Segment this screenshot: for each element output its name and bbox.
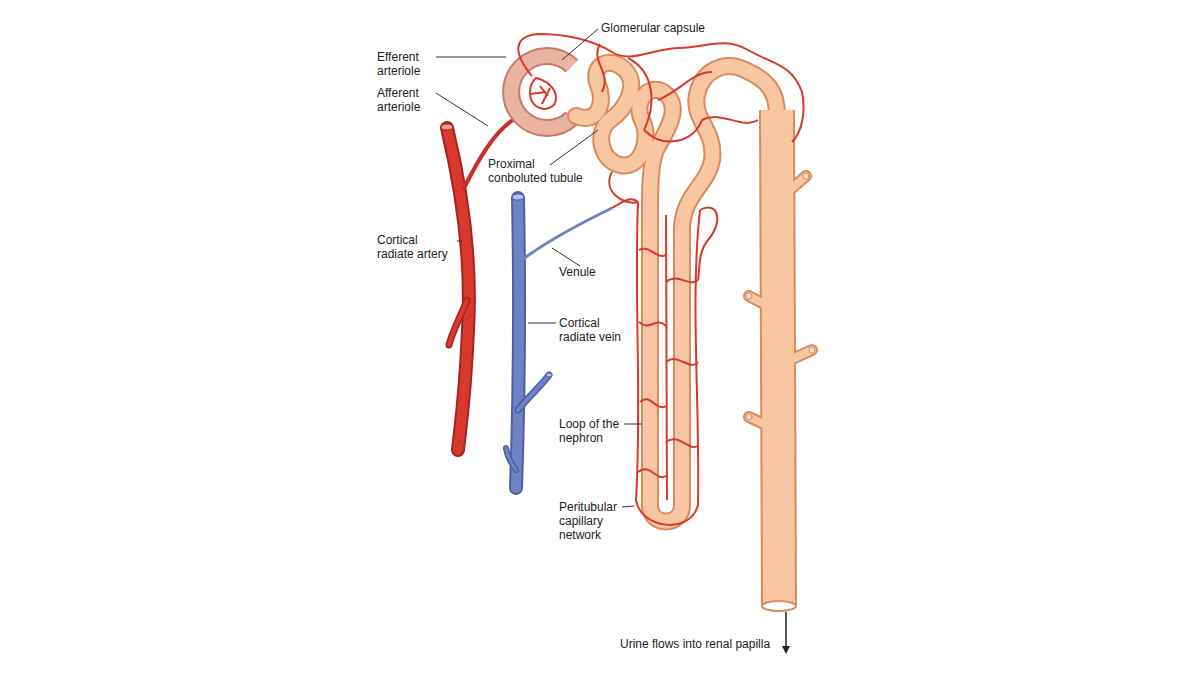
part-label: Cortical radiate vein xyxy=(559,316,633,344)
part-label: Venule xyxy=(559,265,596,279)
capillary-network xyxy=(518,34,803,525)
label-anchor: Proximal conboluted tubule xyxy=(488,157,588,185)
label-anchor: Afferent arteriole xyxy=(377,86,433,114)
leader-lines xyxy=(436,29,642,507)
label-anchor: Venule xyxy=(559,265,596,279)
label-anchor: Efferent arteriole xyxy=(377,50,433,78)
part-label: Cortical radiate artery xyxy=(377,233,457,261)
glomerular-capsule xyxy=(511,56,572,128)
part-label: Urine flows into renal papilla xyxy=(620,637,770,651)
label-anchor: Urine flows into renal papilla xyxy=(620,637,770,651)
label-anchor: Cortical radiate vein xyxy=(559,316,633,344)
part-label: Efferent arteriole xyxy=(377,50,433,78)
part-label: Glomerular capsule xyxy=(601,21,705,35)
label-anchor: Glomerular capsule xyxy=(601,21,705,35)
flow-arrow xyxy=(785,612,787,652)
label-anchor: Loop of the nephron xyxy=(559,417,625,445)
label-anchor: Cortical radiate artery xyxy=(377,233,457,261)
label-anchor: Peritubular capillary network xyxy=(559,500,621,542)
part-label: Proximal conboluted tubule xyxy=(488,157,588,185)
part-label: Peritubular capillary network xyxy=(559,500,621,542)
part-label: Afferent arteriole xyxy=(377,86,433,114)
part-label: Loop of the nephron xyxy=(559,417,625,445)
